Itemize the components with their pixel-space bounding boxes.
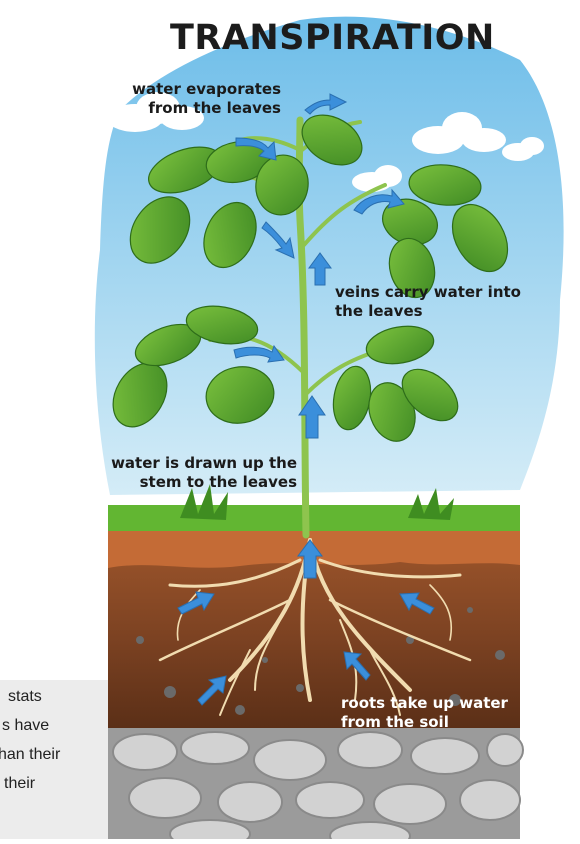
panel-text-line: stats	[8, 680, 108, 709]
panel-text-line: han their	[0, 738, 106, 767]
label-line: roots take up water	[341, 694, 508, 713]
diagram-title: TRANSPIRATION	[170, 18, 495, 58]
label-line: veins carry water into	[335, 283, 521, 302]
grass-tuft-right	[408, 488, 454, 520]
label-roots: roots take up water from the soil	[341, 694, 508, 732]
panel-text-line: their	[4, 767, 108, 796]
label-line: from the soil	[341, 713, 508, 732]
label-stem: water is drawn up the stem to the leaves	[105, 454, 297, 492]
label-veins: veins carry water into the leaves	[335, 283, 521, 321]
grass-strip	[108, 505, 520, 531]
label-line: water evaporates	[125, 80, 281, 99]
label-line: water is drawn up the	[105, 454, 297, 473]
label-line: the leaves	[335, 302, 521, 321]
partial-text-panel: stats s have han their their	[0, 680, 108, 839]
label-line: from the leaves	[125, 99, 281, 118]
label-line: stem to the leaves	[105, 473, 297, 492]
panel-text-line: s have	[2, 709, 108, 738]
label-leaves-evaporate: water evaporates from the leaves	[125, 80, 281, 118]
